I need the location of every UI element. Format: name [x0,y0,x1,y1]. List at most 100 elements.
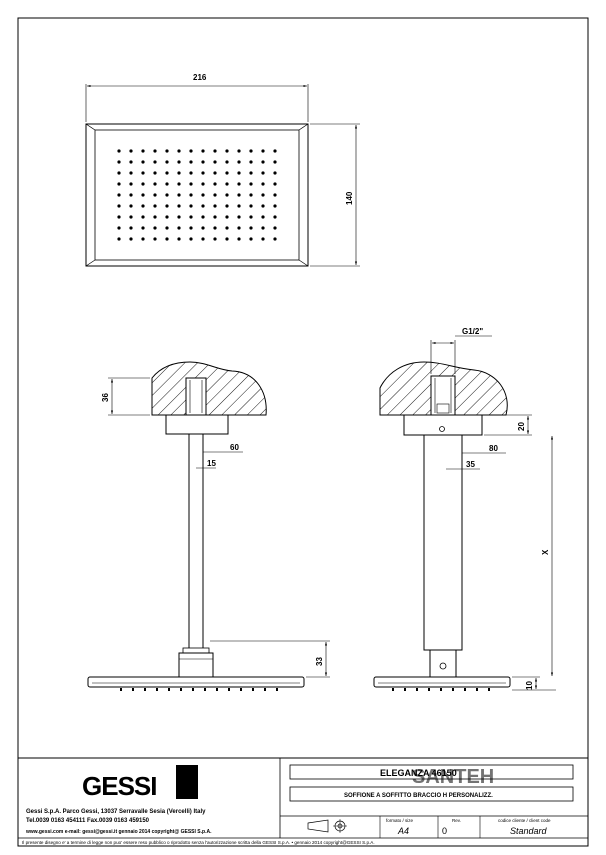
nozzle-dot [117,149,121,153]
head-dimension-front-label: 10 [525,681,534,690]
arm-dimension-label: 15 [207,459,216,468]
nozzle-dot [165,171,169,175]
nozzle-dot [189,182,193,186]
nozzle-dot [201,237,205,241]
nozzle-dot [261,160,265,164]
nozzle-dot [249,226,253,230]
nozzle-dot [189,215,193,219]
nozzle-dot [237,182,241,186]
nozzle-dot [225,204,229,208]
nozzle-tip [416,688,418,691]
nozzle-dot [117,204,121,208]
nozzle-dot [249,237,253,241]
nozzle-dot [117,171,121,175]
nozzle-dot [117,182,121,186]
nozzle-dot [273,171,277,175]
nozzle-dot [213,226,217,230]
logo-block [176,765,198,799]
base-height-dimension-label: 36 [101,393,110,402]
nozzle-dot [273,226,277,230]
nozzle-tip [392,688,394,691]
nozzle-dot [237,160,241,164]
nozzle-dot [213,160,217,164]
product-subtitle: SOFFIONE A SOFFITTO BRACCIO H PERSONALIZ… [344,793,493,799]
nozzle-dot [237,193,241,197]
nozzle-dot [165,149,169,153]
flange-dimension-label: 60 [230,443,239,452]
nozzle-tip [404,688,406,691]
rev-label: Rev. [452,818,461,823]
gessi-logo: GESSI [82,771,156,801]
nozzle-dot [189,237,193,241]
nozzle-dot [225,215,229,219]
nozzle-dot [237,149,241,153]
nozzle-grid [117,149,277,241]
nozzle-tip [452,688,454,691]
shower-arm [188,433,204,653]
nozzle-tip [488,688,490,691]
client-code-label: codice cliente / client code [498,818,551,823]
nozzle-dot [273,204,277,208]
nozzle-dot [261,149,265,153]
nozzle-dot [165,182,169,186]
thread-dimension-label: G1/2" [462,327,483,336]
nozzle-dot [237,226,241,230]
nozzle-dot [141,171,145,175]
nozzle-dot [141,160,145,164]
nozzle-dot [261,215,265,219]
nozzle-tip [252,688,254,691]
nozzle-dot [177,182,181,186]
nozzle-dot [213,149,217,153]
nozzle-dot [153,226,157,230]
nozzle-dot [201,171,205,175]
side-nozzle-row [120,688,278,691]
nozzle-dot [273,237,277,241]
nozzle-dot [225,193,229,197]
nozzle-dot [129,237,133,241]
nozzle-dot [261,226,265,230]
product-title: ELEGANZA 46150 [380,768,457,778]
nozzle-dot [153,149,157,153]
nozzle-dot [141,215,145,219]
nozzle-dot [249,182,253,186]
nozzle-dot [261,182,265,186]
nozzle-tip [144,688,146,691]
nozzle-dot [225,226,229,230]
nozzle-dot [177,204,181,208]
nozzle-dot [201,204,205,208]
nozzle-dot [153,171,157,175]
nozzle-dot [153,182,157,186]
nozzle-dot [201,149,205,153]
nozzle-tip [440,688,442,691]
nozzle-dot [153,237,157,241]
nozzle-dot [189,149,193,153]
nozzle-tip [216,688,218,691]
rev-value: 0 [442,826,447,836]
nozzle-dot [201,160,205,164]
nozzle-dot [237,237,241,241]
nozzle-dot [129,182,133,186]
nozzle-dot [165,215,169,219]
nozzle-dot [153,193,157,197]
nozzle-dot [129,226,133,230]
top-view: 216 140 [85,73,360,267]
nozzle-dot [141,193,145,197]
nozzle-dot [213,193,217,197]
nozzle-dot [261,171,265,175]
nozzle-tip [204,688,206,691]
nozzle-dot [201,193,205,197]
format-label: formato / size [386,818,414,823]
nozzle-dot [249,171,253,175]
nozzle-dot [165,160,169,164]
nozzle-dot [273,160,277,164]
nozzle-dot [225,160,229,164]
legal-footer: Il presente disegno e' a termine di legg… [22,840,375,845]
nozzle-dot [273,182,277,186]
nozzle-dot [249,204,253,208]
nozzle-dot [189,226,193,230]
nozzle-dot [201,215,205,219]
nozzle-dot [273,193,277,197]
nozzle-dot [237,215,241,219]
nozzle-dot [249,160,253,164]
client-code-value: Standard [510,826,548,836]
